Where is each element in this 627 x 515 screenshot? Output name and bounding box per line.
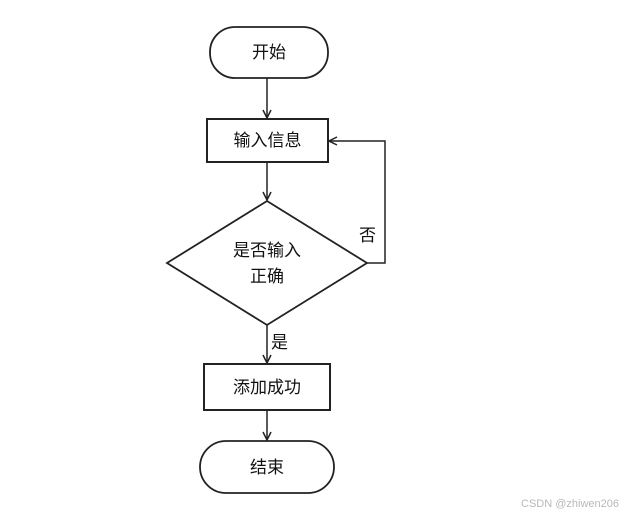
decision-node-label-line1: 是否输入 [233,241,301,261]
decision-node-label-line2: 正确 [250,267,284,287]
arrow-no-loop [329,141,386,264]
success-node: 添加成功 [203,363,331,411]
end-node-label: 结束 [250,458,284,478]
edge-label-no: 否 [359,226,376,246]
success-node-label: 添加成功 [233,378,301,398]
start-node-label: 开始 [252,43,286,63]
decision-node: 是否输入 正确 [165,199,369,327]
end-node: 结束 [199,440,335,494]
input-node-label: 输入信息 [234,131,302,151]
edge-label-yes: 是 [271,333,288,353]
input-node: 输入信息 [206,118,329,163]
start-node: 开始 [209,26,329,79]
watermark-text: CSDN @zhiwen206 [521,498,619,510]
